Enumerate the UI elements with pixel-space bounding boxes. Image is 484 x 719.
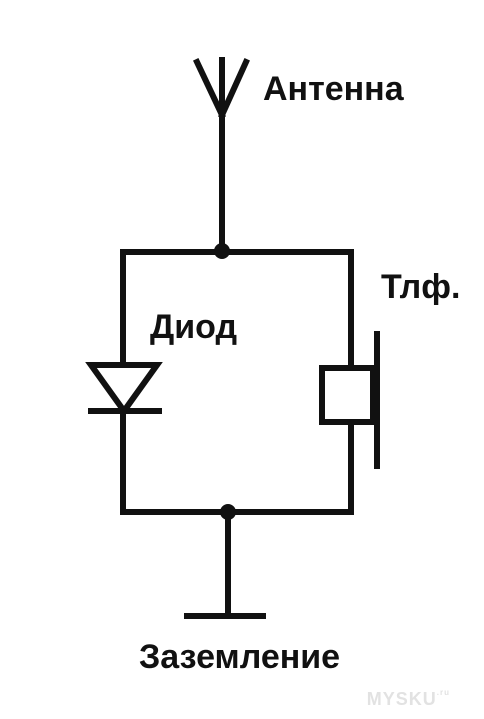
diode-label: Диод (150, 308, 238, 346)
phone-label: Тлф. (381, 268, 461, 306)
watermark-suffix: .ru (436, 688, 450, 697)
watermark-text: MYSKU (366, 689, 437, 709)
antenna-symbol (193, 57, 250, 253)
phone-symbol (319, 249, 380, 515)
ground-label: Заземление (139, 638, 341, 676)
ground-symbol (184, 509, 266, 619)
antenna-label: Антенна (263, 70, 404, 108)
junction-top (214, 243, 230, 259)
diode-symbol (85, 249, 163, 515)
watermark-logo: MYSKU.ru (367, 688, 450, 710)
